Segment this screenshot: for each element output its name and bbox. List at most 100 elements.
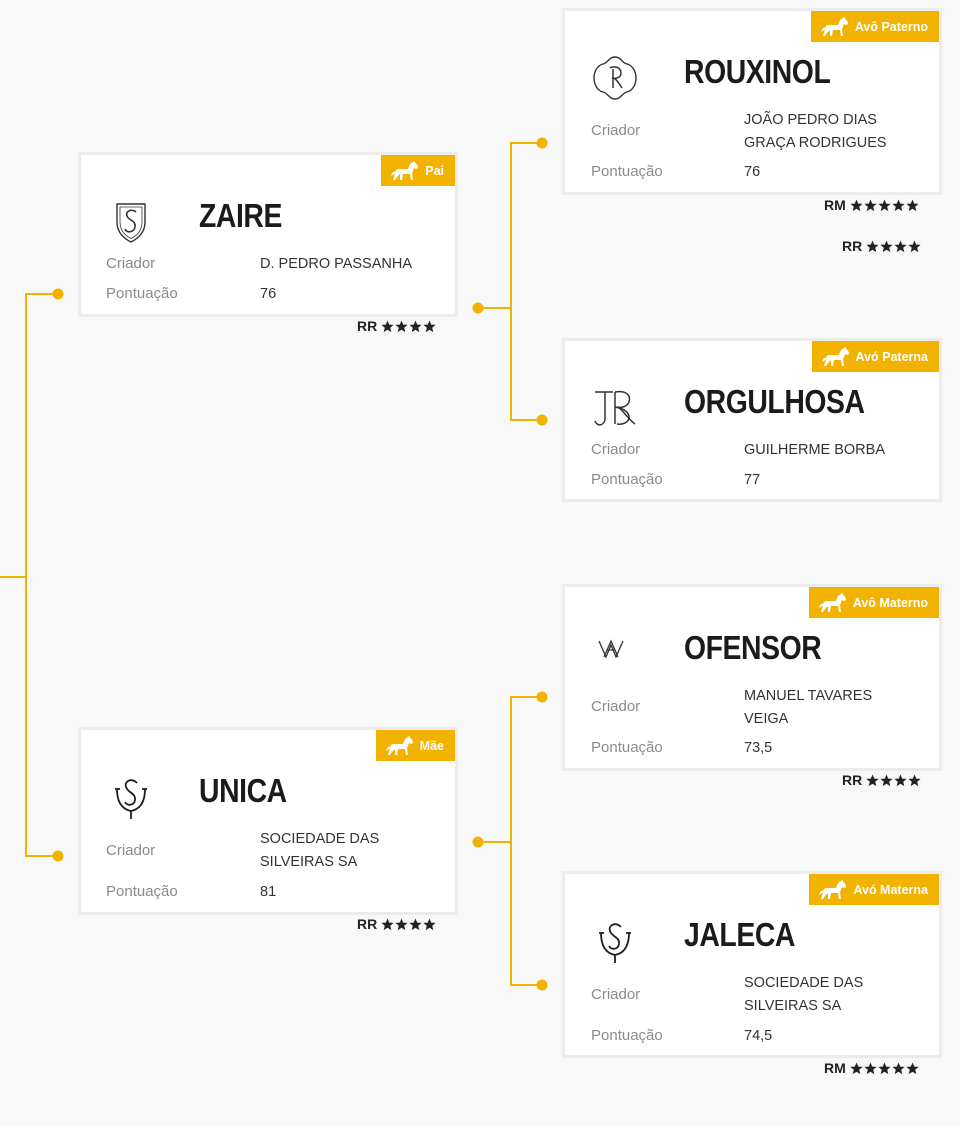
star-icon — [908, 240, 921, 252]
horse-name: JALECA — [684, 916, 795, 953]
relation-label: Avô Materno — [852, 595, 928, 610]
horse-card-father[interactable]: Pai ZAIRE Criador D. PEDRO PASSANHA Pont… — [78, 152, 458, 317]
star-icon — [892, 199, 905, 211]
rating-father-rr: RR — [357, 318, 436, 334]
star-icon — [878, 1062, 891, 1074]
score-label: Pontuação — [591, 739, 663, 756]
rating-label: RR — [357, 916, 378, 932]
horse-icon — [385, 735, 414, 757]
score-label: Pontuação — [591, 163, 663, 180]
rating-label: RR — [842, 238, 863, 254]
star-rating — [850, 1062, 919, 1075]
relation-badge-maternal-grandfather: Avô Materno — [808, 587, 939, 618]
star-icon — [864, 199, 877, 211]
breeder-label: Criador — [591, 698, 641, 715]
breeder-value: JOÃO PEDRO DIAS GRAÇA RODRIGUES — [744, 112, 887, 151]
relation-badge-paternal-grandmother: Avó Paterna — [811, 341, 939, 372]
star-icon — [409, 320, 422, 332]
star-icon — [409, 918, 422, 930]
breeder-label: Criador — [591, 122, 641, 139]
star-icon — [894, 774, 907, 786]
breeder-value: SOCIEDADE DAS SILVEIRAS SA — [260, 831, 380, 870]
relation-label: Mãe — [419, 738, 444, 753]
horse-card-maternal-grandfather[interactable]: Avô Materno OFENSOR Criador MANUEL TAVAR… — [562, 584, 942, 771]
star-icon — [850, 199, 863, 211]
rating-label: RR — [842, 772, 863, 788]
brand-jr-monogram-icon — [591, 384, 641, 432]
brand-s-horseshoe-icon — [595, 919, 635, 965]
horse-name: ORGULHOSA — [684, 383, 865, 420]
star-icon — [894, 240, 907, 252]
score-label: Pontuação — [591, 1027, 663, 1044]
breeder-label: Criador — [106, 255, 156, 272]
horse-card-paternal-grandmother[interactable]: Avó Paterna ORGULHOSA Criador GUILHERME … — [562, 338, 942, 502]
star-rating — [850, 199, 919, 212]
star-icon — [880, 240, 893, 252]
breeder-value: D. PEDRO PASSANHA — [260, 256, 413, 272]
star-icon — [381, 918, 394, 930]
brand-r-ornament-icon — [591, 54, 639, 102]
breeder-label: Criador — [106, 842, 156, 859]
breeder-label: Criador — [591, 986, 641, 1003]
score-label: Pontuação — [591, 471, 663, 488]
rating-maternal-grandfather-rr: RR — [842, 772, 921, 788]
breeder-value: SOCIEDADE DAS SILVEIRAS SA — [744, 975, 864, 1014]
star-icon — [906, 1062, 919, 1074]
horse-card-paternal-grandfather[interactable]: Avô Paterno ROUXINOL Criador JOÃO PEDRO … — [562, 8, 942, 195]
star-rating — [381, 320, 436, 333]
horse-card-mother[interactable]: Mãe UNICA Criador SOCIEDADE DAS SILVEIRA… — [78, 727, 458, 915]
relation-badge-paternal-grandfather: Avô Paterno — [810, 11, 939, 42]
star-icon — [880, 774, 893, 786]
star-icon — [866, 240, 879, 252]
rating-paternal-grandfather-rm: RM — [824, 197, 919, 213]
rating-label: RM — [824, 197, 846, 213]
relation-label: Pai — [425, 163, 444, 178]
star-icon — [395, 320, 408, 332]
horse-icon — [819, 879, 847, 901]
brand-s-horseshoe-icon — [111, 775, 151, 821]
star-icon — [395, 918, 408, 930]
horse-name: OFENSOR — [684, 629, 822, 666]
star-rating — [866, 240, 921, 253]
breeder-label: Criador — [591, 441, 641, 458]
star-icon — [892, 1062, 905, 1074]
relation-badge-father: Pai — [381, 155, 455, 186]
star-rating — [381, 918, 436, 931]
breeder-value: MANUEL TAVARES VEIGA — [744, 688, 873, 727]
score-label: Pontuação — [106, 883, 178, 900]
score-value: 74,5 — [744, 1028, 773, 1044]
rating-paternal-grandfather-rr: RR — [842, 238, 921, 254]
breeder-value: GUILHERME BORBA — [744, 442, 885, 458]
rating-mother-rr: RR — [357, 916, 436, 932]
star-icon — [381, 320, 394, 332]
relation-badge-maternal-grandmother: Avó Materna — [809, 874, 939, 905]
relation-label: Avó Materna — [853, 882, 928, 897]
star-rating — [866, 774, 921, 787]
rating-maternal-grandmother-rm: RM — [824, 1060, 919, 1076]
rating-label: RR — [357, 318, 378, 334]
star-icon — [878, 199, 891, 211]
score-value: 76 — [744, 164, 761, 180]
horse-icon — [391, 160, 419, 182]
star-icon — [423, 918, 436, 930]
relation-label: Avô Paterno — [854, 19, 928, 34]
horse-name: UNICA — [199, 772, 287, 809]
horse-icon — [818, 592, 847, 614]
score-label: Pontuação — [106, 285, 178, 302]
star-icon — [850, 1062, 863, 1074]
relation-label: Avó Paterna — [855, 349, 928, 364]
brand-s-shield-icon — [111, 200, 151, 244]
horse-icon — [821, 346, 850, 368]
horse-icon — [820, 16, 849, 38]
score-value: 73,5 — [744, 740, 773, 756]
star-icon — [866, 774, 879, 786]
score-value: 76 — [260, 286, 277, 302]
relation-badge-mother: Mãe — [375, 730, 455, 761]
horse-card-maternal-grandmother[interactable]: Avó Materna JALECA Criador SOCIEDADE DAS… — [562, 871, 942, 1058]
horse-name: ZAIRE — [199, 197, 282, 234]
star-icon — [423, 320, 436, 332]
star-icon — [906, 199, 919, 211]
rating-label: RM — [824, 1060, 846, 1076]
horse-name: ROUXINOL — [684, 53, 831, 90]
